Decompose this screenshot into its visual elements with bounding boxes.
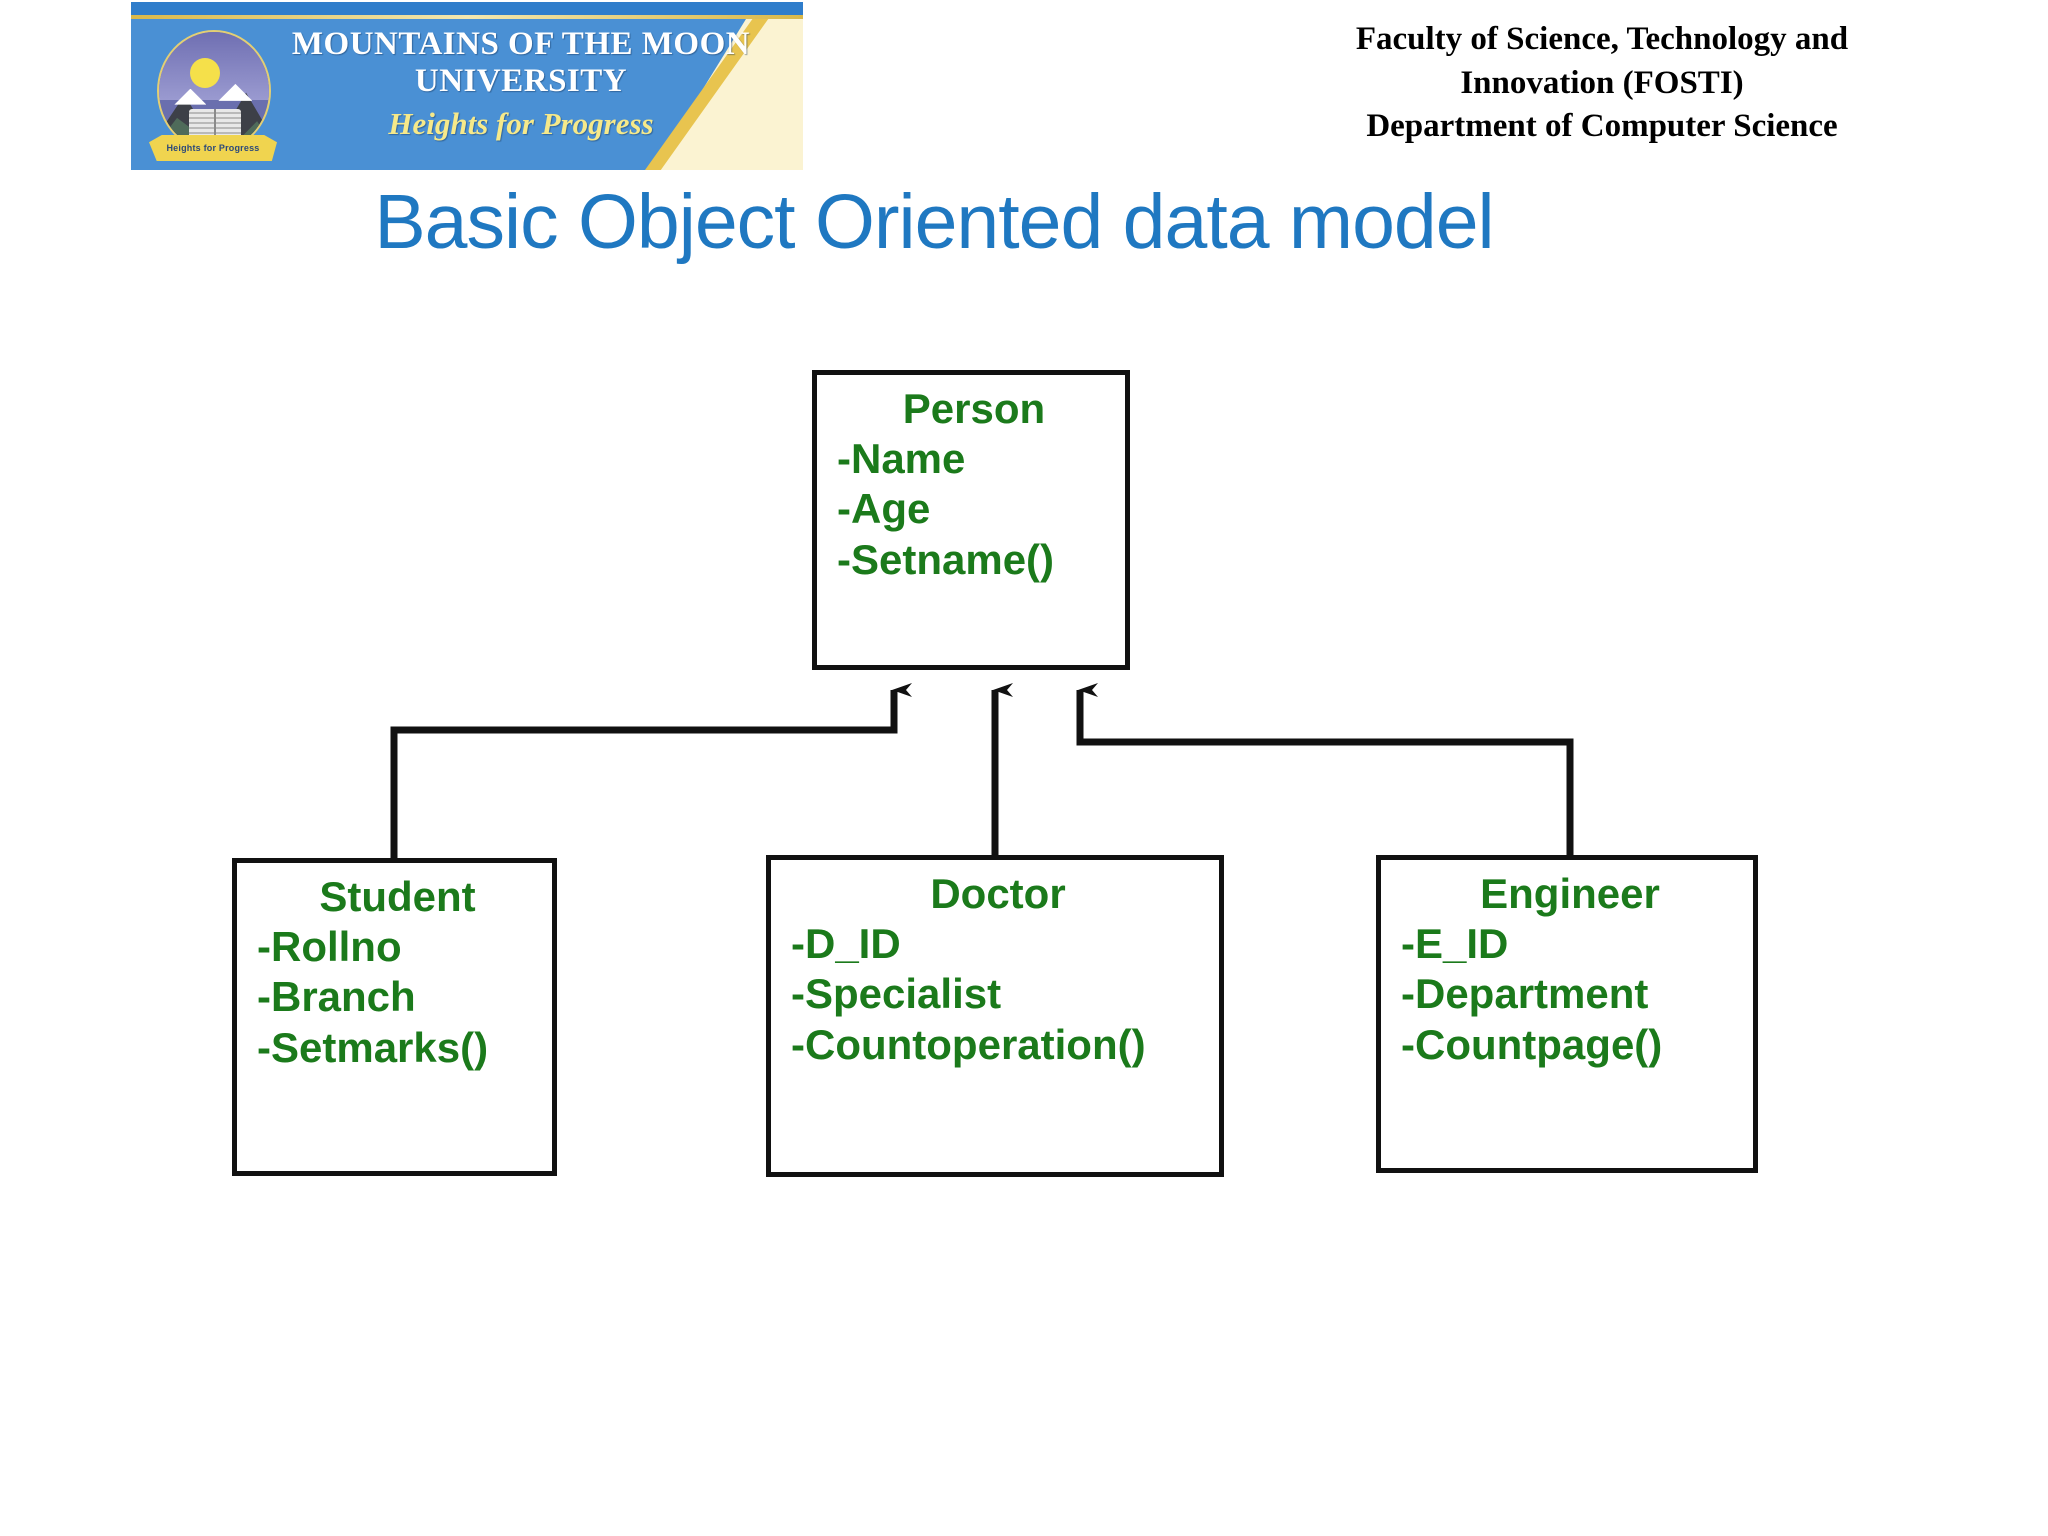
faculty-line-2: Innovation (FOSTI) (1460, 64, 1744, 101)
faculty-line-1: Faculty of Science, Technology and (1355, 21, 1849, 57)
page-title: Basic Object Oriented data model (374, 179, 1494, 265)
banner-top-stripe (131, 2, 803, 15)
connector-engineer-person (1076, 683, 1574, 855)
university-seal-icon: Heights for Progress (149, 28, 277, 163)
seal-ribbon-text: Heights for Progress (166, 143, 260, 153)
uml-class-box-doctor[interactable]: Doctor -D_ID -Specialist -Countoperation… (766, 855, 1224, 1177)
sun-icon (189, 57, 220, 88)
uml-class-name-doctor: Doctor (930, 870, 1066, 917)
faculty-line-3: Department of Computer Science (1366, 108, 1838, 145)
faculty-department-heading: Faculty of Science, Technology and Innov… (1232, 18, 1972, 149)
uml-member: -Specialist (791, 970, 1002, 1018)
uml-member: -Rollno (257, 923, 402, 971)
uml-member: -Department (1401, 970, 1649, 1018)
uml-member: -Countpage() (1401, 1020, 1663, 1068)
uml-member: -E_ID (1401, 920, 1509, 968)
uml-member: -Countoperation() (791, 1020, 1146, 1068)
slide-header: Heights for Progress MOUNTAINS OF THE MO… (0, 0, 2048, 185)
university-name-line-1: MOUNTAINS OF THE MOON (291, 26, 751, 62)
uml-class-name-person: Person (902, 385, 1046, 432)
uml-member: -Name (837, 435, 966, 483)
banner-text-block: MOUNTAINS OF THE MOON UNIVERSITY Heights… (281, 26, 761, 142)
seal-ribbon: Heights for Progress (149, 135, 277, 161)
uml-class-name-engineer: Engineer (1480, 870, 1660, 917)
university-logo-banner: Heights for Progress MOUNTAINS OF THE MO… (131, 2, 803, 170)
uml-member: -Age (837, 485, 931, 533)
seal-ring (157, 30, 271, 152)
uml-class-box-engineer[interactable]: Engineer -E_ID -Department -Countpage() (1376, 855, 1758, 1173)
connector-student-person (390, 683, 912, 858)
uml-class-name-student: Student (319, 873, 476, 920)
uml-member: -D_ID (791, 920, 901, 968)
banner-gold-rule (131, 15, 803, 19)
uml-member: -Setmarks() (257, 1023, 489, 1071)
university-name-line-2: UNIVERSITY (414, 62, 628, 99)
uml-class-box-person[interactable]: Person -Name -Age -Setname() (812, 370, 1130, 670)
university-motto: Heights for Progress (388, 105, 654, 141)
uml-member: -Branch (257, 973, 416, 1021)
uml-member: -Setname() (837, 535, 1055, 583)
uml-class-box-student[interactable]: Student -Rollno -Branch -Setmarks() (232, 858, 557, 1176)
